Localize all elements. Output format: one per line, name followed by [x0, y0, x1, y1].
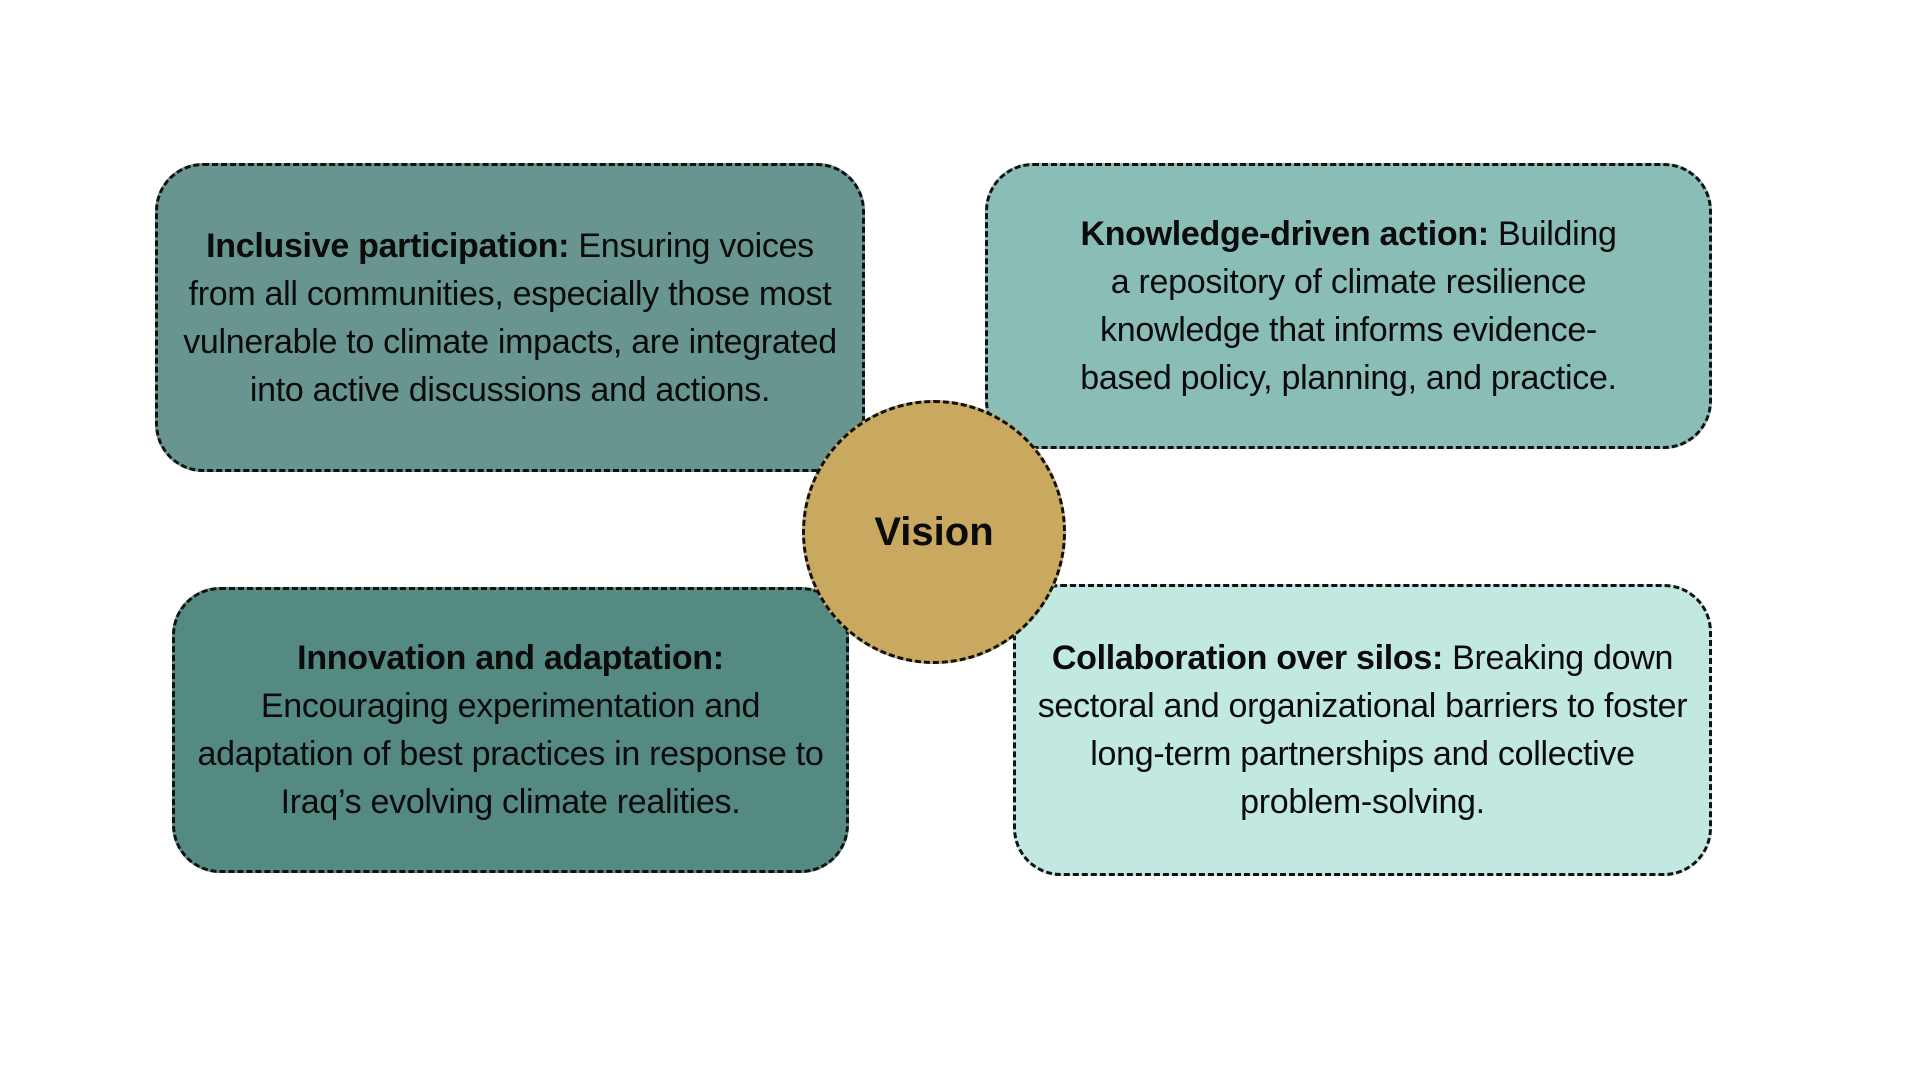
box-content: Collaboration over silos: Breaking down … [1034, 634, 1691, 826]
box-text: Encouraging experimentation and adaptati… [197, 687, 824, 821]
box-content: Innovation and adaptation: Encouraging ex… [193, 634, 828, 826]
box-title: Collaboration over silos: [1051, 639, 1443, 677]
vision-label: Vision [874, 509, 994, 554]
box-text: Ensuring voices from all communities, es… [183, 226, 837, 409]
box-content: Knowledge-driven action: Building a repo… [1069, 210, 1629, 402]
box-content: Inclusive participation: Ensuring voices… [176, 222, 844, 414]
box-title: Knowledge-driven action: [1080, 215, 1489, 253]
knowledge-driven-action-box: Knowledge-driven action: Building a repo… [985, 163, 1712, 449]
collaboration-over-silos-box: Collaboration over silos: Breaking down … [1013, 584, 1712, 876]
box-text: Building a repository of climate resilie… [1080, 215, 1617, 397]
vision-circle: Vision [802, 400, 1066, 664]
box-title: Inclusive participation: [206, 226, 570, 265]
box-text: Breaking down sectoral and organizationa… [1037, 639, 1688, 821]
innovation-adaptation-box: Innovation and adaptation: Encouraging ex… [172, 587, 849, 873]
box-title: Innovation and adaptation: [297, 639, 724, 677]
inclusive-participation-box: Inclusive participation: Ensuring voices… [155, 163, 865, 472]
